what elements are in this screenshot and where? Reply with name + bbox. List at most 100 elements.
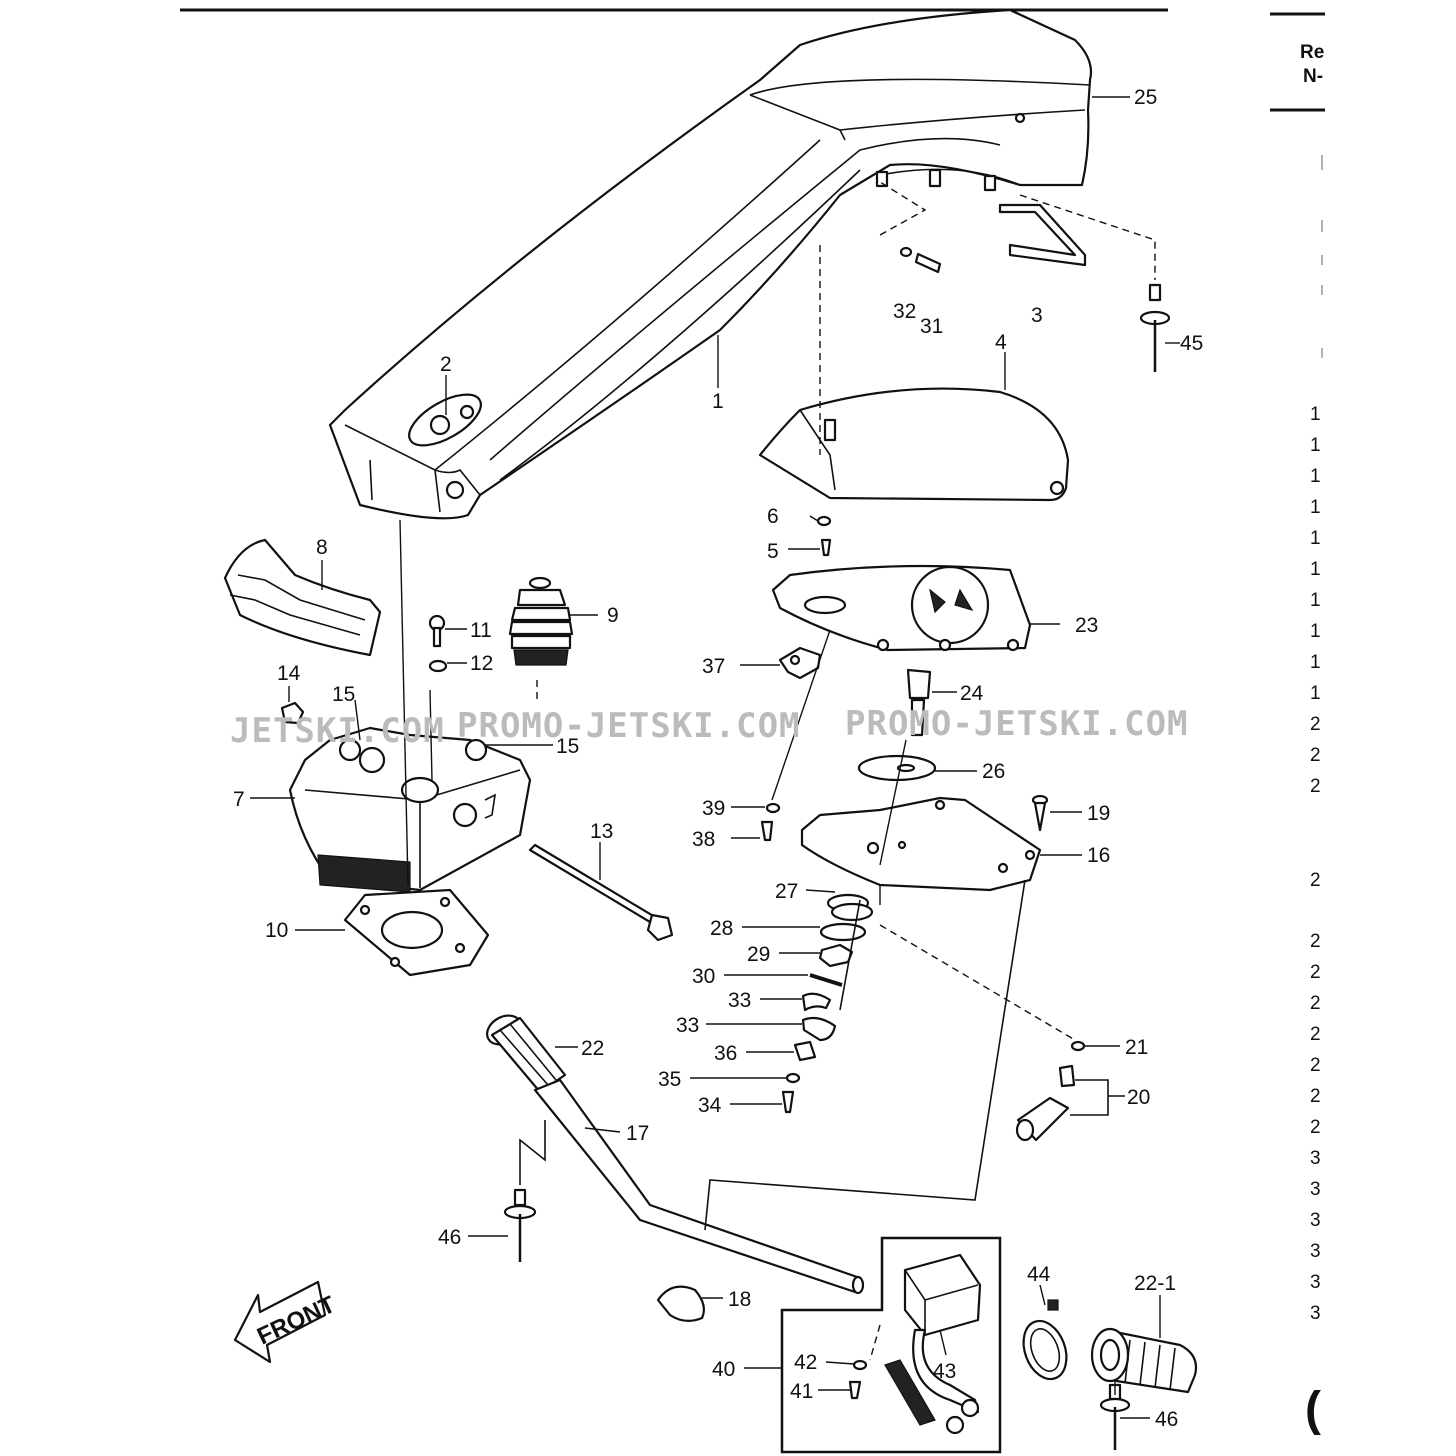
callout-8: 8 — [316, 536, 328, 559]
callout-3: 3 — [1031, 304, 1043, 327]
callout-5: 5 — [767, 540, 779, 563]
callout-9: 9 — [607, 604, 619, 627]
front-arrow: FRONT — [233, 1280, 340, 1364]
index-fragment: 2 — [1310, 1086, 1321, 1107]
callout-33a: 33 — [728, 989, 751, 1012]
right-index-column: 1 1 1 1 1 1 1 1 1 1 2 2 2 2 2 2 2 2 2 2 … — [1305, 155, 1323, 1436]
watermark-1: JETSKI.COM — [230, 711, 445, 751]
part-40-switch-box — [780, 1236, 1002, 1454]
part-6-washer — [816, 515, 832, 527]
part-30-pin — [809, 973, 843, 987]
part-26-washer — [857, 754, 937, 782]
part-28-washer — [819, 922, 867, 942]
index-fragment: 2 — [1310, 962, 1321, 983]
callout-42: 42 — [794, 1351, 817, 1374]
callout-40: 40 — [712, 1358, 735, 1381]
part-2-bolt — [429, 375, 475, 436]
callout-25: 25 — [1134, 86, 1157, 109]
callout-41: 41 — [790, 1380, 813, 1403]
index-fragment: 1 — [1310, 590, 1321, 611]
callout-46b: 46 — [1155, 1408, 1178, 1431]
part-22-1-grip — [1090, 1327, 1198, 1394]
part-18-clamp — [656, 1285, 705, 1322]
callout-38: 38 — [692, 828, 715, 851]
callout-30: 30 — [692, 965, 715, 988]
index-fragment: 2 — [1310, 993, 1321, 1014]
callout-10: 10 — [265, 919, 288, 942]
callout-28: 28 — [710, 917, 733, 940]
part-46-rivet-left — [503, 1188, 537, 1262]
callout-20: 20 — [1127, 1086, 1150, 1109]
part-7-lower-bracket — [288, 726, 532, 893]
part-21-clip — [1070, 1040, 1086, 1052]
callout-36: 36 — [714, 1042, 737, 1065]
callout-35: 35 — [658, 1068, 681, 1091]
callout-26: 26 — [982, 760, 1005, 783]
assembly-guide-lines — [399, 181, 1156, 1395]
callout-13: 13 — [590, 820, 613, 843]
header-fragment-1: Re — [1300, 42, 1324, 63]
index-fragment: 3 — [1310, 1179, 1321, 1200]
part-19-screw — [1031, 794, 1049, 832]
callout-17: 17 — [626, 1122, 649, 1145]
part-8-pad — [223, 538, 382, 657]
index-fragment: 1 — [1310, 559, 1321, 580]
index-fragment: 1 — [1310, 528, 1321, 549]
part-17-handlebar — [533, 1078, 865, 1295]
callout-18: 18 — [728, 1288, 751, 1311]
callout-22: 22 — [581, 1037, 604, 1060]
part-4-cover — [758, 387, 1070, 502]
index-fragment: 2 — [1310, 1117, 1321, 1138]
callout-22-1: 22-1 — [1134, 1272, 1176, 1295]
index-fragment: 1 — [1310, 652, 1321, 673]
callout-24: 24 — [960, 682, 984, 705]
callout-21: 21 — [1125, 1036, 1148, 1059]
part-22-grip — [486, 1014, 567, 1094]
callout-7: 7 — [233, 788, 245, 811]
index-fragment: 1 — [1310, 404, 1321, 425]
callout-46a: 46 — [438, 1226, 461, 1249]
callout-4: 4 — [995, 331, 1007, 354]
part-20-fitting — [1015, 1064, 1076, 1142]
index-fragment: 3 — [1310, 1303, 1321, 1324]
part-33-clamp-a — [801, 992, 832, 1012]
callout-6: 6 — [767, 505, 779, 528]
part-16-plate — [800, 796, 1042, 892]
callout-23: 23 — [1075, 614, 1098, 637]
callout-15a: 15 — [332, 683, 355, 706]
part-23-plate — [771, 564, 1032, 652]
callout-29: 29 — [747, 943, 770, 966]
callout-43: 43 — [933, 1360, 956, 1383]
part-38-screw — [760, 820, 774, 842]
index-fragment: 1 — [1310, 435, 1321, 456]
part-36-block — [793, 1040, 817, 1062]
part-12-washer — [428, 659, 448, 673]
watermark-3: PROMO-JETSKI.COM — [845, 704, 1189, 744]
index-fragment: 3 — [1310, 1241, 1321, 1262]
part-27-bushing — [826, 893, 874, 922]
callout-labels: 1 2 3 4 5 6 7 8 9 10 11 12 13 14 15 15 1… — [233, 86, 1203, 1431]
header-fragment-2: N- — [1303, 66, 1323, 87]
index-fragment: 3 — [1310, 1272, 1321, 1293]
part-5-screw — [820, 538, 832, 557]
part-31-bolt — [914, 252, 942, 274]
part-14-nut — [280, 701, 305, 725]
part-29-nut — [818, 943, 854, 968]
part-24-stud — [906, 668, 932, 737]
watermarks: JETSKI.COM PROMO-JETSKI.COM PROMO-JETSKI… — [230, 704, 1189, 751]
callout-37: 37 — [702, 655, 725, 678]
index-fragment: 1 — [1310, 466, 1321, 487]
index-fragment: 2 — [1310, 1055, 1321, 1076]
index-fragment: 2 — [1310, 870, 1321, 891]
callout-19: 19 — [1087, 802, 1110, 825]
callout-1: 1 — [712, 390, 724, 413]
part-44-hose-clamp — [1022, 1299, 1068, 1381]
part-32-washer — [899, 246, 913, 258]
part-13-long-bolt — [528, 843, 674, 942]
callout-14: 14 — [277, 662, 301, 685]
watermark-2: PROMO-JETSKI.COM — [457, 706, 801, 746]
callout-31: 31 — [920, 315, 943, 338]
index-fragment: 2 — [1310, 745, 1321, 766]
part-11-bolt — [428, 614, 446, 648]
callout-44: 44 — [1027, 1263, 1051, 1286]
